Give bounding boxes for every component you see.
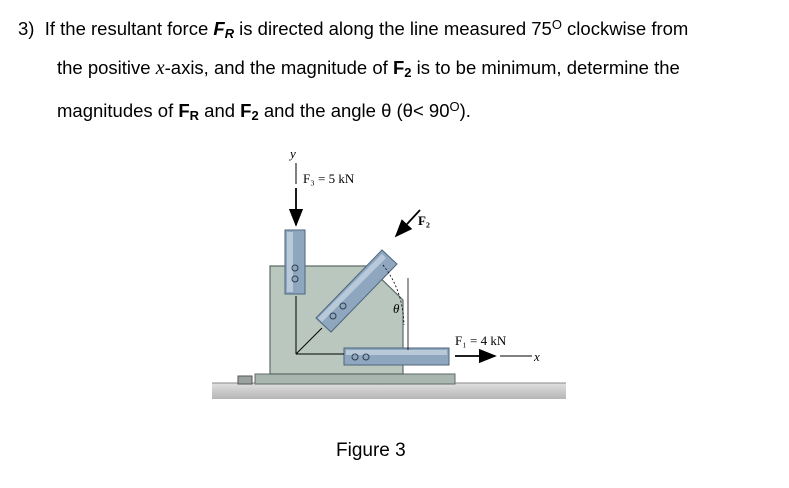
base-plate (254, 373, 456, 385)
vertical-member (284, 229, 306, 295)
ground-base (212, 383, 566, 399)
x-axis-symbol: x (155, 57, 165, 79)
problem-text: and the angle θ (θ< 90 (258, 100, 450, 121)
problem-text: ). (459, 100, 471, 121)
resultant-force-symbol: FR (213, 18, 235, 41)
force-f2-arrow (394, 209, 421, 238)
problem-text: If the resultant force (44, 18, 214, 39)
degree-symbol: O (551, 17, 562, 32)
problem-text: magnitudes of (57, 100, 179, 121)
problem-text: is to be minimum, determine the (411, 57, 680, 78)
force-f2-symbol: F2 (240, 100, 259, 123)
x-axis-label: x (533, 349, 540, 364)
horizontal-member (343, 347, 450, 366)
force-f1-label: F₁ = 4 kN (455, 333, 507, 348)
problem-statement: 3) If the resultant force FR is directed… (18, 8, 778, 133)
degree-symbol: O (449, 99, 460, 114)
diagonal-reference-line (295, 327, 323, 355)
y-axis-label: y (288, 146, 296, 161)
force-f2-label: F₂ (418, 213, 430, 228)
force-f2-symbol: F2 (392, 57, 412, 80)
problem-text: and (199, 100, 241, 121)
anchor-bolt-left (237, 375, 253, 385)
figure-caption: Figure 3 (336, 440, 406, 461)
problem-text: clockwise from (561, 18, 689, 39)
problem-line-2: the positive x-axis, and the magnitude o… (18, 51, 778, 90)
problem-line-3: magnitudes of FR and F2 and the angle θ … (18, 90, 778, 133)
problem-text: is directed along the line measured 75 (234, 18, 552, 39)
resultant-force-symbol: FR (178, 100, 200, 123)
theta-label: θ (393, 301, 400, 316)
problem-line-1: 3) If the resultant force FR is directed… (18, 8, 778, 51)
force-f3-label: F₃ = 5 kN (303, 171, 355, 186)
diagonal-member (315, 249, 398, 333)
problem-number: 3) (18, 18, 35, 39)
theta-arc (382, 264, 405, 326)
problem-text: -axis, and the magnitude of (164, 57, 393, 78)
problem-text: the positive (57, 57, 156, 78)
